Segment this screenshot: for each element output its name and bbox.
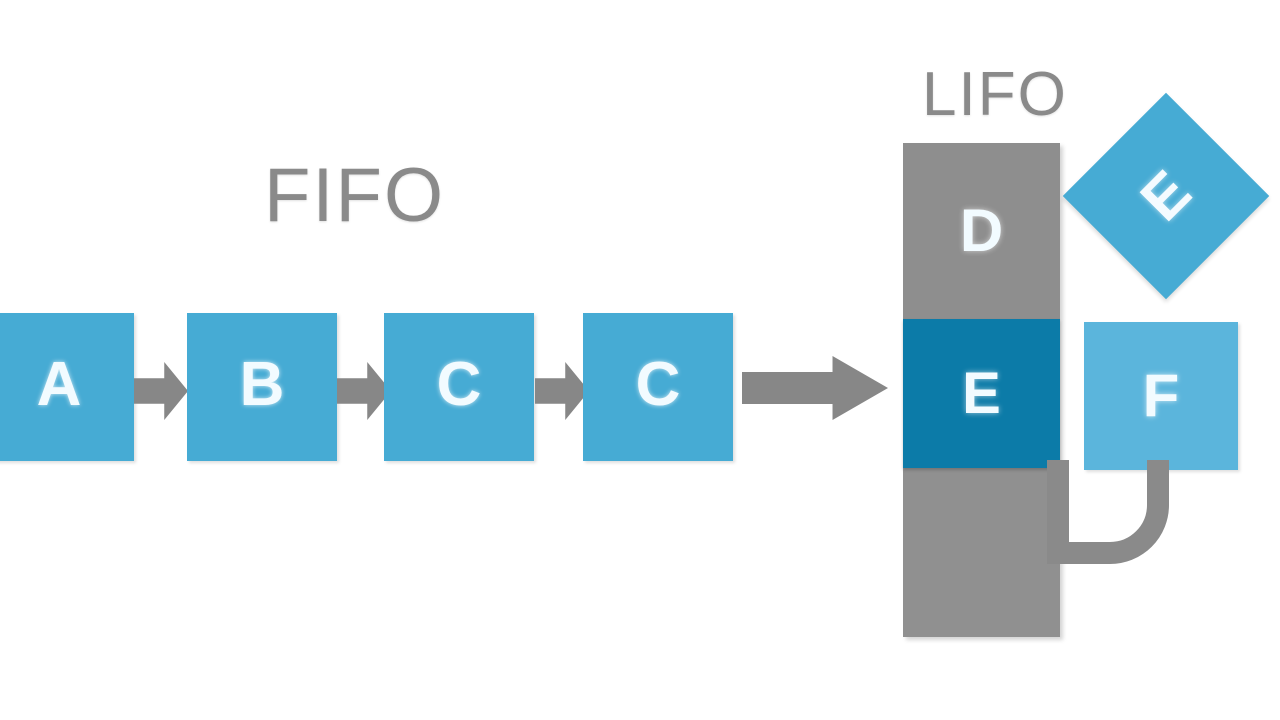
lifo-outgoing-square-f-label: F [1142,362,1180,429]
fifo-block-a-label: A [36,350,82,419]
fifo-arrow-3-icon [535,362,589,420]
lifo-return-connector-icon [1047,460,1169,564]
fifo-caption: FIFO [264,153,446,238]
fifo-block-c-1[interactable]: C [384,313,534,461]
lifo-incoming-diamond-e[interactable]: E [1062,92,1270,300]
lifo-outgoing-square-f[interactable]: F [1084,322,1238,470]
fifo-to-lifo-arrow-icon [742,356,888,420]
fifo-block-a[interactable]: A [0,313,134,461]
fifo-block-b[interactable]: B [187,313,337,461]
lifo-slot-e-label: E [962,360,1001,426]
fifo-block-c-2[interactable]: C [583,313,733,461]
fifo-block-c-2-label: C [635,350,681,419]
lifo-slot-d[interactable]: D [903,143,1060,319]
fifo-block-b-label: B [239,350,285,419]
lifo-caption: LIFO [922,60,1068,129]
fifo-arrow-1-icon [134,362,188,420]
lifo-incoming-diamond-e-label: E [1127,157,1204,234]
fifo-arrow-2-icon [337,362,391,420]
fifo-block-c-1-label: C [436,350,482,419]
lifo-slot-d-label: D [959,197,1004,264]
lifo-slot-e[interactable]: E [903,319,1060,468]
